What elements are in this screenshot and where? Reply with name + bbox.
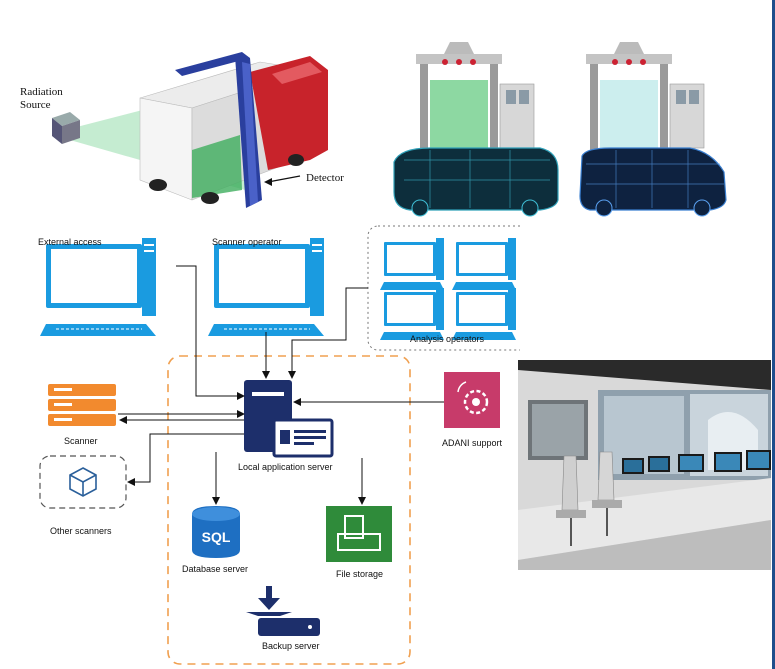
scanner-operator-monitor-icon — [207, 237, 325, 337]
radiation-source-icon — [52, 112, 80, 144]
local-network-boundary — [167, 355, 411, 665]
connector — [176, 265, 245, 400]
network-diagram: SQL — [39, 225, 520, 665]
analysis-monitor-icon — [452, 238, 516, 290]
page-edge-rule — [772, 0, 775, 669]
cube-icon — [69, 467, 97, 497]
database-icon: SQL — [192, 506, 240, 558]
backup-server-label: Backup server — [262, 641, 320, 651]
other-scanners-label: Other scanners — [50, 526, 112, 536]
file-storage-label: File storage — [336, 569, 384, 579]
truck-scanner-icon — [139, 52, 328, 208]
support-gear-icon — [444, 372, 500, 428]
external-access-monitor-icon — [39, 237, 157, 337]
detector-label: Detector — [306, 172, 344, 184]
analysis-monitor-icon — [380, 238, 444, 290]
external-access-label: External access — [38, 237, 102, 247]
analysis-operators-label: Analysis operators — [410, 334, 485, 344]
sql-label: SQL — [202, 529, 231, 545]
scanner-operator-label: Scanner operator — [212, 237, 282, 247]
server-icon — [244, 380, 334, 458]
control-room-photo — [518, 360, 771, 570]
adani-support-label: ADANI support — [442, 438, 503, 448]
radiation-source-label: Radiation Source — [20, 86, 63, 111]
analysis-monitor-icon — [452, 288, 516, 340]
backup-icon — [246, 586, 320, 636]
gantry-scanner-icon — [586, 42, 705, 150]
truck-scanner-illustration — [52, 52, 328, 208]
connector — [127, 433, 244, 486]
xray-bus-icon — [579, 147, 727, 217]
gantry-xray-illustration — [393, 42, 727, 217]
scanner-icon — [48, 384, 116, 426]
connector — [288, 287, 368, 379]
detector-arrow — [267, 175, 301, 183]
other-scanners-boundary — [39, 455, 127, 509]
local-server-label: Local application server — [238, 462, 333, 472]
gantry-scanner-icon — [416, 42, 535, 150]
analysis-monitor-icon — [380, 288, 444, 340]
xray-bus-icon — [393, 147, 559, 217]
scanner-label: Scanner — [64, 436, 98, 446]
database-server-label: Database server — [182, 564, 249, 574]
file-storage-icon — [326, 506, 392, 562]
